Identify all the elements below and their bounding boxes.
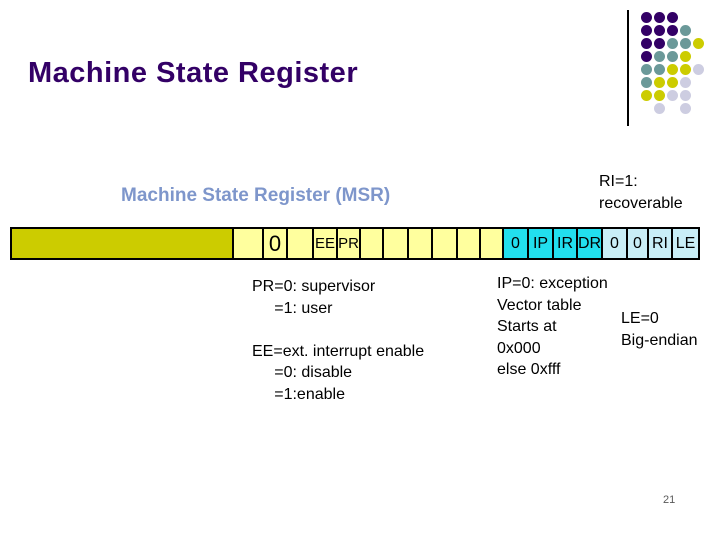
logo-dot (641, 25, 652, 36)
logo-dot (680, 64, 691, 75)
logo-dot (680, 77, 691, 88)
register-cell-0: 0 (628, 229, 649, 258)
logo-dot (654, 38, 665, 49)
logo-dot (667, 51, 678, 62)
logo-dot (641, 64, 652, 75)
annotation-pr-ee: PR=0: supervisor =1: user EE=ext. interr… (252, 278, 425, 403)
slide-subtitle: Machine State Register (MSR) (121, 185, 391, 206)
logo-dot (680, 90, 691, 101)
logo-vertical-line (627, 10, 629, 126)
register-cell-0: 0 (504, 229, 529, 258)
logo-dot (693, 38, 704, 49)
register-cell (384, 229, 409, 258)
logo-dot (667, 25, 678, 36)
logo-dot (641, 38, 652, 49)
register-cell-pr: PR (338, 229, 361, 258)
register-cell-ri: RI (649, 229, 673, 258)
logo-dot (693, 64, 704, 75)
annotation-ri-recoverable: RI=1: recoverable (599, 173, 683, 212)
page-number: 21 (663, 494, 676, 506)
register-cell-label: IP (532, 234, 549, 252)
register-cell-label: LE (675, 234, 696, 252)
register-cell-label: IR (557, 234, 573, 252)
register-cell-ee: EE (314, 229, 338, 258)
register-cell-le: LE (673, 229, 698, 258)
logo-dot (667, 77, 678, 88)
logo-dot (680, 51, 691, 62)
register-cell-label: 0 (633, 234, 642, 252)
register-cell-label: PR (338, 235, 359, 252)
register-cell (234, 229, 264, 258)
logo-dot (667, 38, 678, 49)
register-cell (409, 229, 433, 258)
logo-dot (654, 90, 665, 101)
logo-dot (680, 38, 691, 49)
annotation-ip-exception: IP=0: exception Vector table Starts at 0… (497, 275, 608, 378)
logo-dot (654, 64, 665, 75)
logo-dot (654, 12, 665, 23)
register-cell-label: DR (578, 234, 602, 252)
register-cell (288, 229, 314, 258)
register-cell (481, 229, 504, 258)
register-cell-dr: DR (578, 229, 603, 258)
logo-dot (654, 25, 665, 36)
register-cell-label: 0 (268, 230, 282, 256)
logo-dot (641, 12, 652, 23)
logo-dot (641, 90, 652, 101)
logo-dot (641, 77, 652, 88)
logo-dot (654, 77, 665, 88)
register-cell-ip: IP (529, 229, 554, 258)
register-cell-ir: IR (554, 229, 578, 258)
logo-dot (667, 90, 678, 101)
slide-title: Machine State Register (28, 57, 359, 89)
register-cell (458, 229, 481, 258)
register-cell-label: RI (652, 234, 668, 252)
annotation-le-endian: LE=0 Big-endian (621, 310, 698, 349)
logo-dot (654, 51, 665, 62)
register-cell-label: 0 (610, 234, 619, 252)
logo-dot (641, 51, 652, 62)
register-cell (433, 229, 458, 258)
logo-dot (680, 25, 691, 36)
logo-dot (667, 12, 678, 23)
register-cell-label: 0 (511, 234, 520, 252)
register-cell (12, 229, 234, 258)
register-cell-0: 0 (603, 229, 628, 258)
register-cell-0: 0 (264, 229, 288, 258)
register-cell (361, 229, 384, 258)
logo-dot (654, 103, 665, 114)
register-cell-label: EE (314, 235, 335, 252)
logo-dot (667, 64, 678, 75)
logo-dot (680, 103, 691, 114)
